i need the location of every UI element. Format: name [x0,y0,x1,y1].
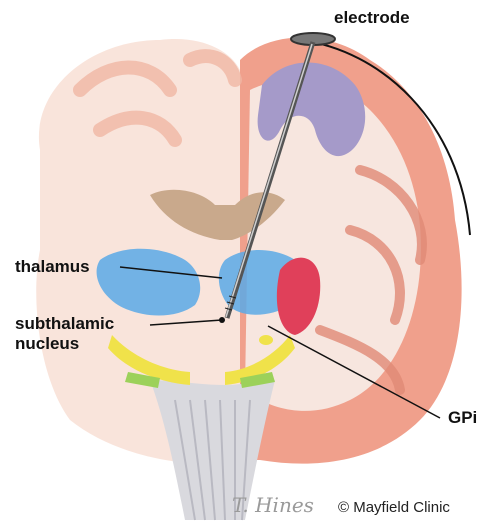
gpi-node [259,335,273,345]
label-electrode: electrode [334,8,410,27]
label-subthalamic-line1: subthalamic [15,314,114,333]
artist-signature: T. Hines [232,493,314,517]
label-subthalamic-line2: nucleus [15,334,79,353]
label-thalamus: thalamus [15,257,90,276]
subthalamic-dot [219,317,225,323]
credit-text: © Mayfield Clinic [338,499,450,516]
label-gpi: GPi [448,408,477,427]
